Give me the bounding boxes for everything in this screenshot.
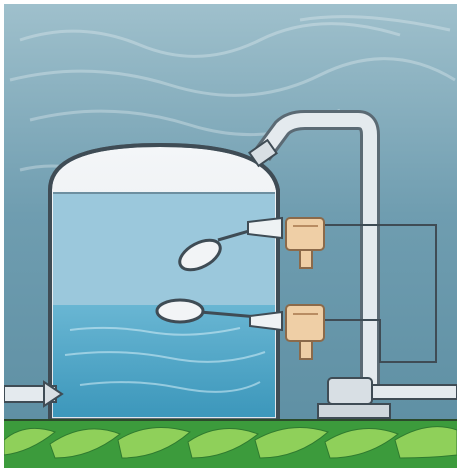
tank-water-lower — [53, 305, 275, 417]
pump-base — [318, 404, 390, 418]
lower-float — [157, 300, 203, 322]
upper-connector — [248, 218, 282, 238]
tank-water-upper — [53, 193, 275, 308]
pump-body — [328, 378, 372, 404]
lower-connector — [250, 312, 282, 330]
